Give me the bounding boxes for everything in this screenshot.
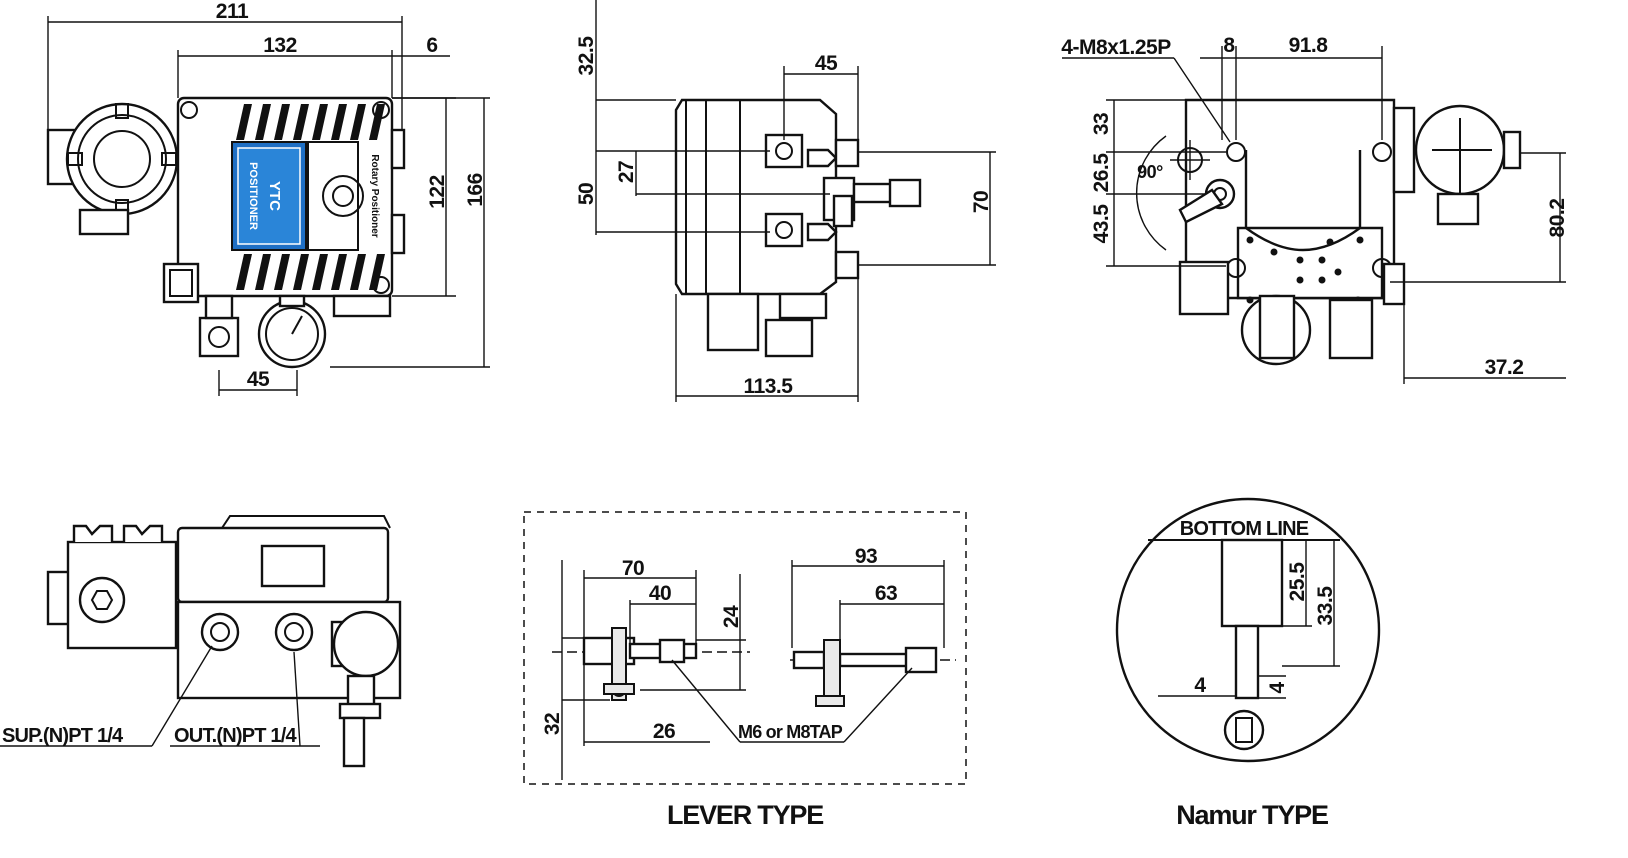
dim-45-front: 45 (247, 368, 270, 391)
dim-26: 26 (653, 720, 675, 743)
cooling-fin (255, 104, 271, 140)
dim-26-5: 26.5 (1090, 153, 1113, 193)
sup-port-label: SUP.(N)PT 1/4 (2, 725, 124, 747)
bottom-view: SUP.(N)PT 1/4 OUT.(N)PT 1/4 (0, 515, 402, 768)
cooling-fin (236, 254, 252, 290)
cooling-fin (331, 104, 347, 140)
lever-type-caption: LEVER TYPE (667, 800, 823, 830)
dim-24: 24 (720, 605, 743, 628)
dim-25-5: 25.5 (1286, 562, 1309, 602)
dim-8: 8 (1223, 34, 1235, 57)
dim-113-5: 113.5 (744, 375, 794, 398)
dim-166: 166 (464, 173, 487, 207)
cooling-fin (293, 104, 309, 140)
dim-43-5: 43.5 (1090, 204, 1113, 244)
bottom-line-label: BOTTOM LINE (1180, 518, 1309, 540)
cooling-fin (274, 104, 290, 140)
side-plate-text: Rotary Positioner (369, 154, 380, 237)
cooling-fin (369, 254, 385, 290)
dim-40: 40 (649, 582, 671, 605)
hex-nut-icon (198, 316, 240, 358)
rear-view: 90° 4-M8x1.25P 8 91.8 33 26.5 43.5 80 (1061, 34, 1569, 384)
dim-80-2: 80.2 (1546, 199, 1569, 238)
namur-type-view: BOTTOM LINE 25.5 33.5 4 4 Namur TYPE (1115, 497, 1381, 830)
logo-text: YTC (266, 181, 283, 211)
cooling-fin (274, 254, 290, 290)
dim-37-2: 37.2 (1485, 356, 1524, 379)
out-port-label: OUT.(N)PT 1/4 (174, 725, 298, 747)
dim-32-5: 32.5 (575, 36, 598, 76)
dim-4-vertical: 4 (1266, 682, 1289, 694)
cooling-fin (312, 254, 328, 290)
port-holes (1246, 236, 1364, 304)
thread-spec: 4-M8x1.25P (1061, 36, 1171, 59)
m6-tap-label: M6 or M8TAP (738, 722, 843, 742)
bottom-block (332, 294, 392, 318)
dim-211: 211 (216, 0, 249, 23)
cooling-fin (255, 254, 271, 290)
cooling-fin (350, 104, 366, 140)
lever-type-view: 70 40 24 32 26 93 63 M6 or M8TAP LEVER T… (523, 511, 967, 830)
dim-90-deg: 90° (1137, 162, 1163, 182)
cooling-fin (293, 254, 309, 290)
positioner-text: POSITIONER (247, 162, 259, 230)
dim-50: 50 (575, 183, 598, 205)
dim-4-horizontal: 4 (1194, 674, 1206, 697)
dim-32: 32 (541, 713, 564, 735)
dim-91-8: 91.8 (1289, 34, 1329, 57)
dim-93: 93 (855, 545, 877, 568)
cooling-fin (331, 254, 347, 290)
dim-132: 132 (263, 34, 297, 57)
dim-63: 63 (875, 582, 897, 605)
dim-33-5: 33.5 (1314, 586, 1337, 626)
dim-122: 122 (426, 175, 449, 209)
cooling-fin (236, 104, 252, 140)
namur-type-caption: Namur TYPE (1176, 800, 1328, 830)
dim-45-side: 45 (815, 52, 838, 75)
cooling-fin (369, 104, 385, 140)
side-body (674, 98, 838, 296)
dim-6: 6 (426, 34, 437, 57)
dim-70-side: 70 (970, 191, 993, 213)
lever-frame (523, 511, 967, 785)
side-view: 32.5 50 27 45 70 113.5 (575, 0, 996, 402)
dim-33-rear: 33 (1090, 113, 1113, 135)
cooling-fin (350, 254, 366, 290)
front-view: YTC POSITIONER Rotary Positioner 211 132… (46, 0, 490, 396)
cooling-fin (312, 104, 328, 140)
dim-70-lever: 70 (622, 557, 644, 580)
dim-27: 27 (615, 161, 638, 183)
cable-gland-icon (65, 102, 179, 216)
